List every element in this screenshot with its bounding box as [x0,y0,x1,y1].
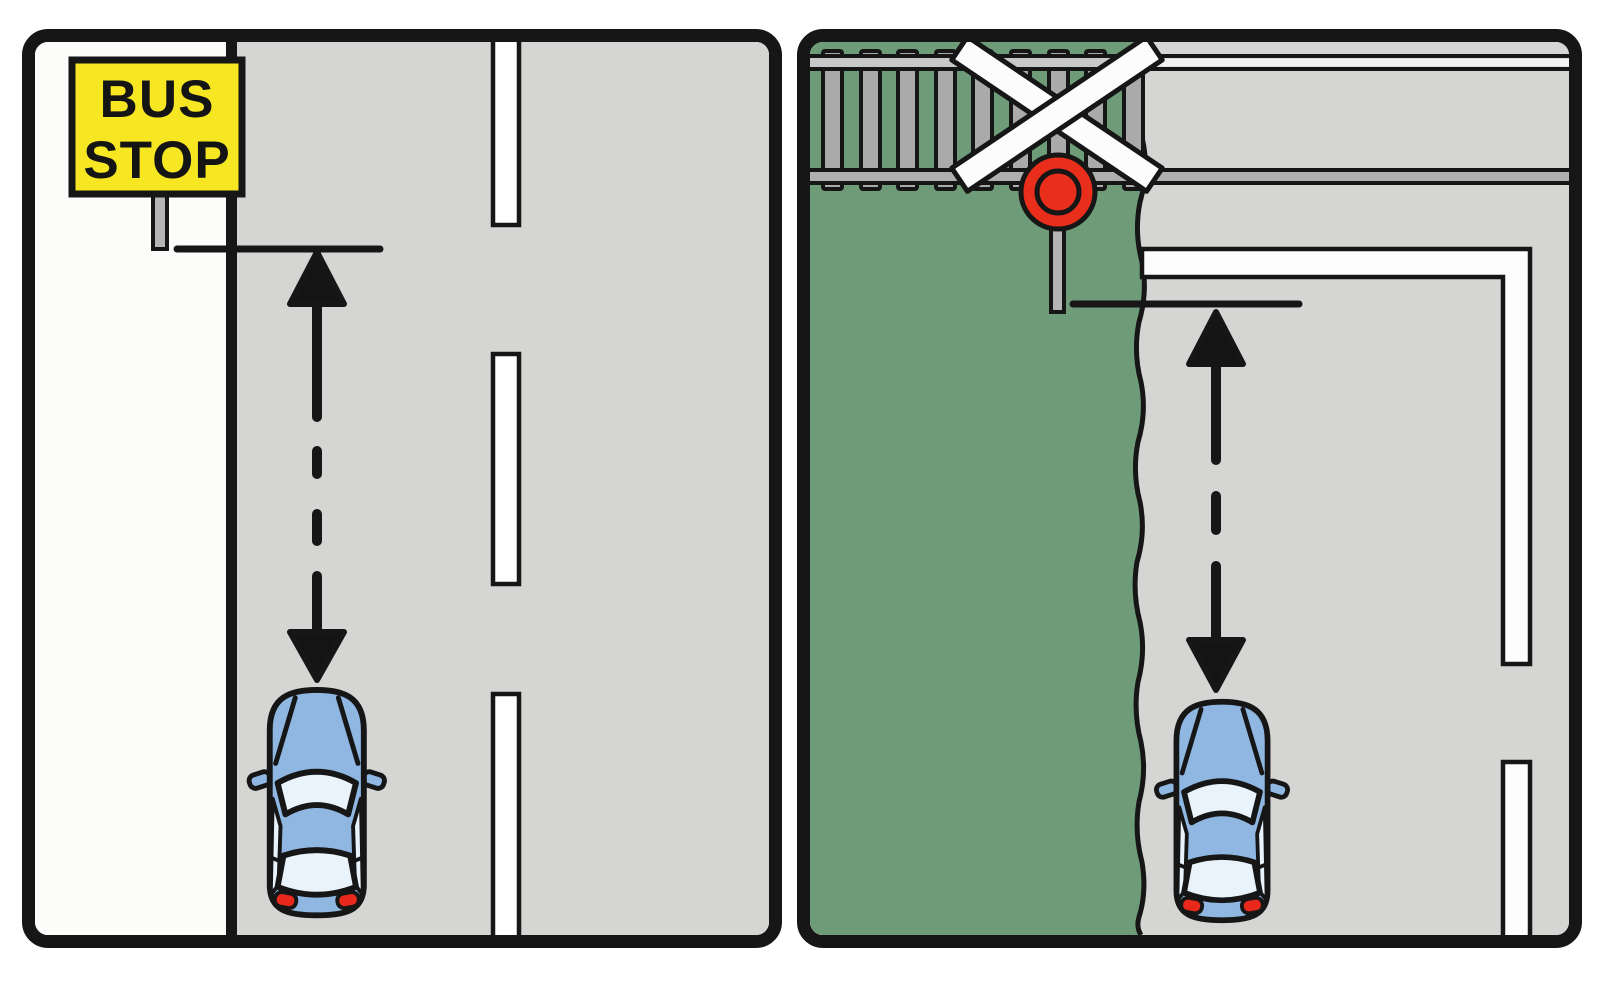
bus-stop-sign-post [151,188,169,251]
railroad-tie [896,49,919,191]
grass-edge-line [1132,81,1148,935]
distance-arrow [287,249,347,683]
road-edge-line [226,42,237,935]
railroad-tie [934,49,957,191]
lane-divider [490,42,522,935]
bus-stop-sign-line1: BUS [100,70,215,129]
lane-dash [490,691,522,935]
rail-top-road-section [1144,58,1569,67]
rail-bottom [810,168,1569,185]
railroad-tie [821,49,844,191]
road-edge-marking [1139,246,1533,667]
bus-stop-sign-line2: STOP [83,131,230,190]
distance-arrow [1186,309,1246,693]
lane-dash [490,42,522,228]
signal-post [1049,225,1066,314]
crossbuck-bar [949,42,1165,194]
railroad-tie [859,49,882,191]
crossing-signal-lens [1034,168,1082,216]
arrowhead-down-icon [1186,637,1246,693]
lane-dash [490,351,522,587]
arrowhead-down-icon [287,629,347,683]
parked-car [1155,702,1289,921]
bus-stop-sign [68,56,246,198]
bus-stop-scene-panel: BUS STOP [22,29,782,948]
crossbuck-icon [949,42,1165,194]
parked-car [248,690,386,915]
railroad-crossing-scene-panel [797,29,1582,948]
road-edge-marking-segment [1500,759,1533,935]
